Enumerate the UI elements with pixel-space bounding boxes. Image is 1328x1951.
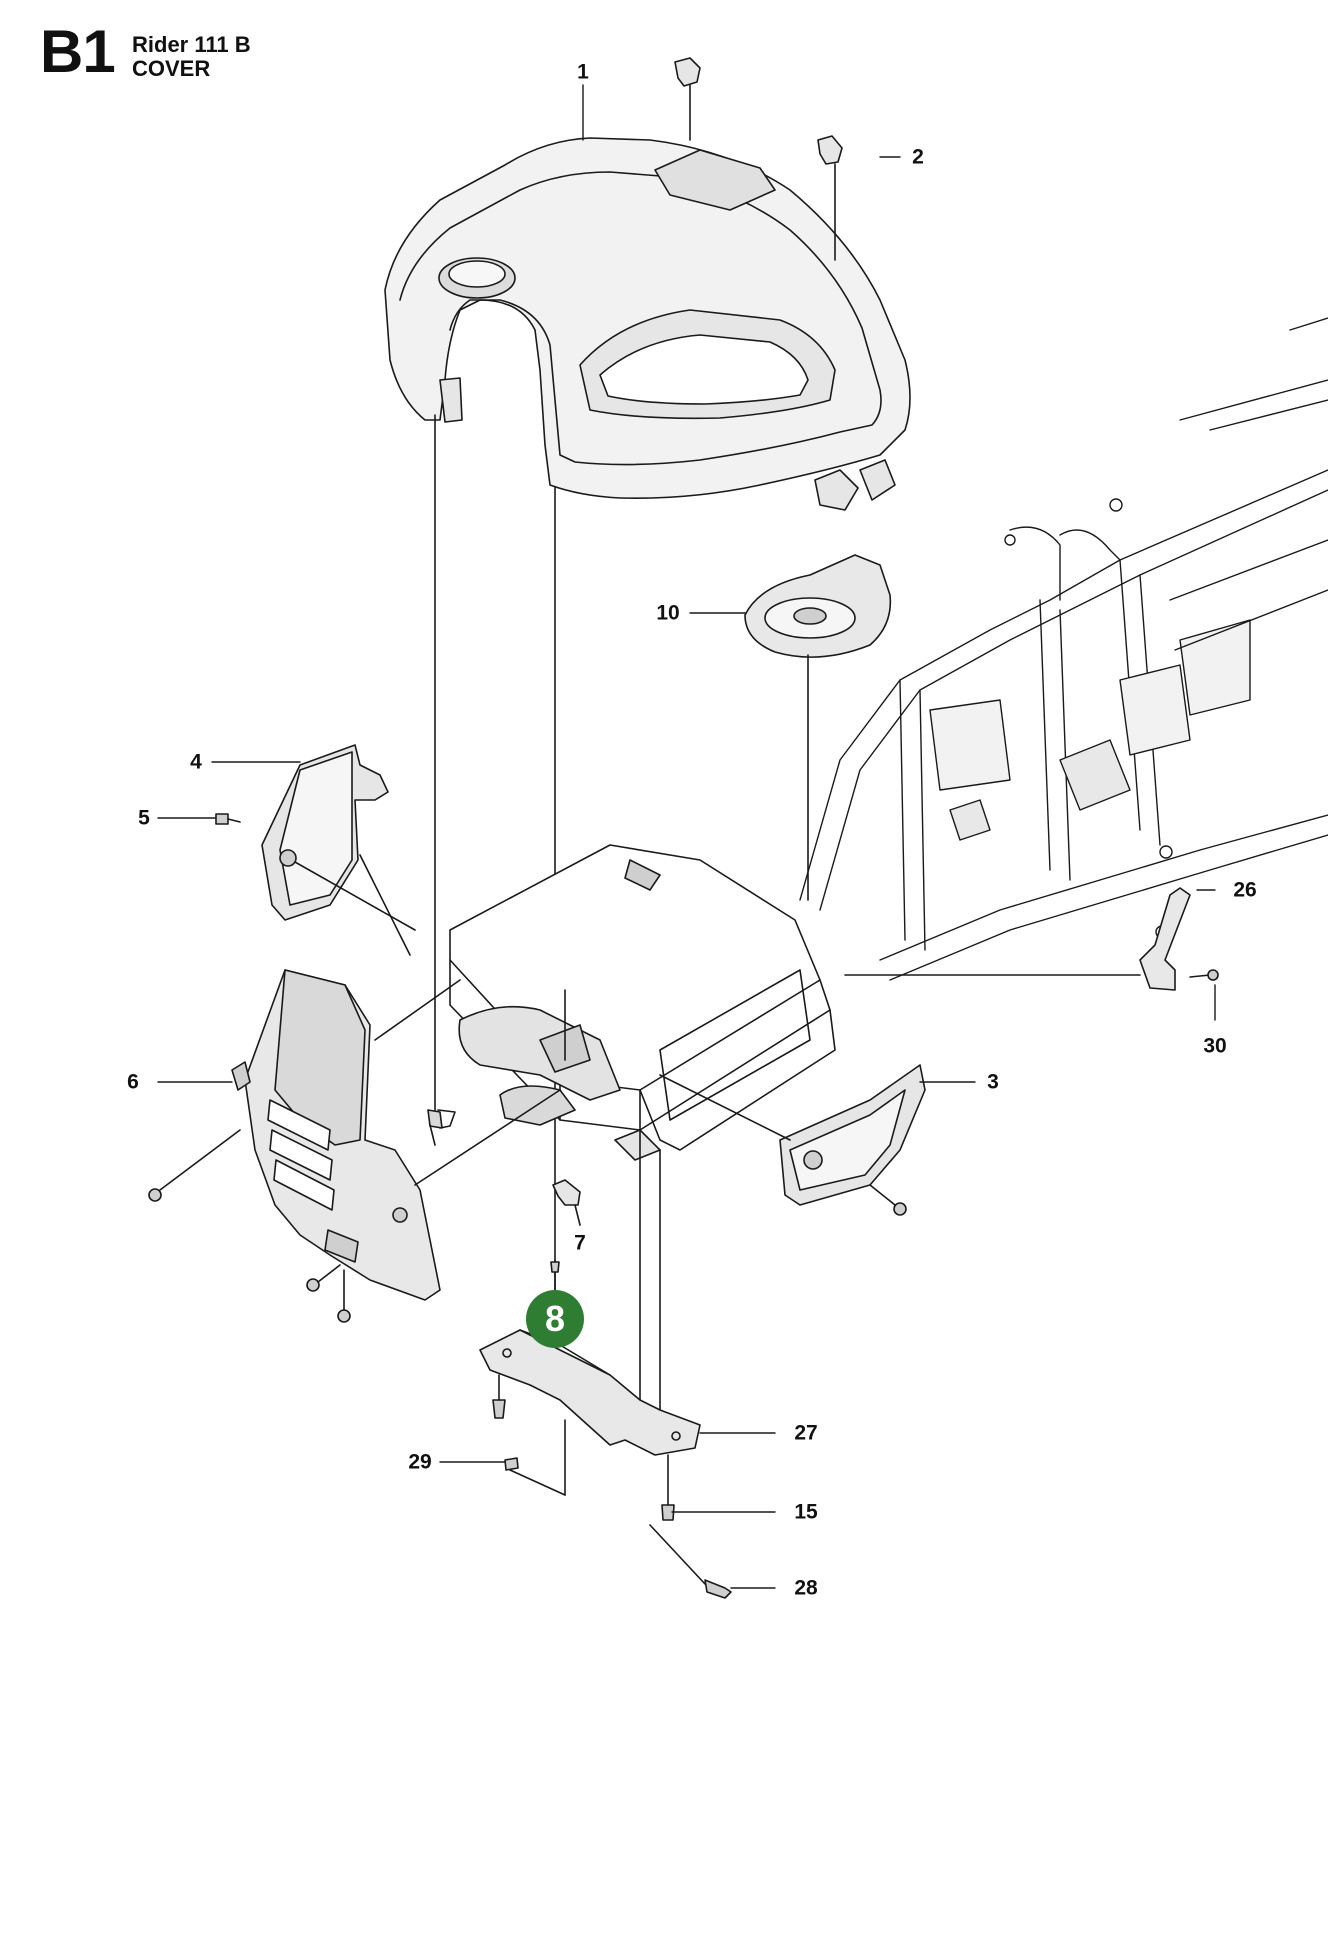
callout-27: 27 <box>794 1421 818 1445</box>
leader-lines <box>157 84 1216 1589</box>
part-belt-cover <box>744 554 892 901</box>
part-bolt-26 <box>1139 887 1191 991</box>
part-clip-7 <box>552 1179 581 1226</box>
callout-4: 4 <box>190 750 202 774</box>
callout-10: 10 <box>656 601 680 625</box>
model-name: Rider 111 B <box>132 32 251 57</box>
callout-6: 6 <box>127 1070 139 1094</box>
part-screw-8 <box>550 1259 560 1291</box>
part-frame <box>799 317 1328 981</box>
callout-3: 3 <box>987 1070 999 1094</box>
callout-30: 30 <box>1203 1034 1227 1058</box>
callout-15: 15 <box>794 1500 818 1524</box>
part-center-tray <box>449 844 836 1436</box>
callout-28: 28 <box>794 1576 818 1600</box>
callout-7: 7 <box>574 1231 586 1255</box>
callout-8-highlighted: 8 <box>526 1290 584 1348</box>
part-hood-cover <box>384 137 911 1291</box>
part-screw-5 <box>215 813 241 825</box>
callout-26: 26 <box>1233 878 1257 902</box>
part-front-panel-6 <box>231 969 561 1301</box>
part-clip-7-upper <box>427 1109 456 1146</box>
part-screws-bottom <box>492 1374 732 1599</box>
callout-5: 5 <box>138 806 150 830</box>
part-side-panel-4 <box>261 744 416 956</box>
callout-29: 29 <box>408 1450 432 1474</box>
section-title: COVER <box>132 56 211 81</box>
part-screw-30 <box>844 969 1219 981</box>
part-screws-lower-left <box>148 1129 907 1323</box>
callout-1: 1 <box>577 60 589 84</box>
part-clips-top <box>674 57 843 261</box>
part-side-panel-3 <box>659 1064 926 1206</box>
callout-2: 2 <box>912 145 924 169</box>
part-lower-plate-27 <box>479 1329 701 1456</box>
diagram-code: B1 <box>40 18 116 85</box>
